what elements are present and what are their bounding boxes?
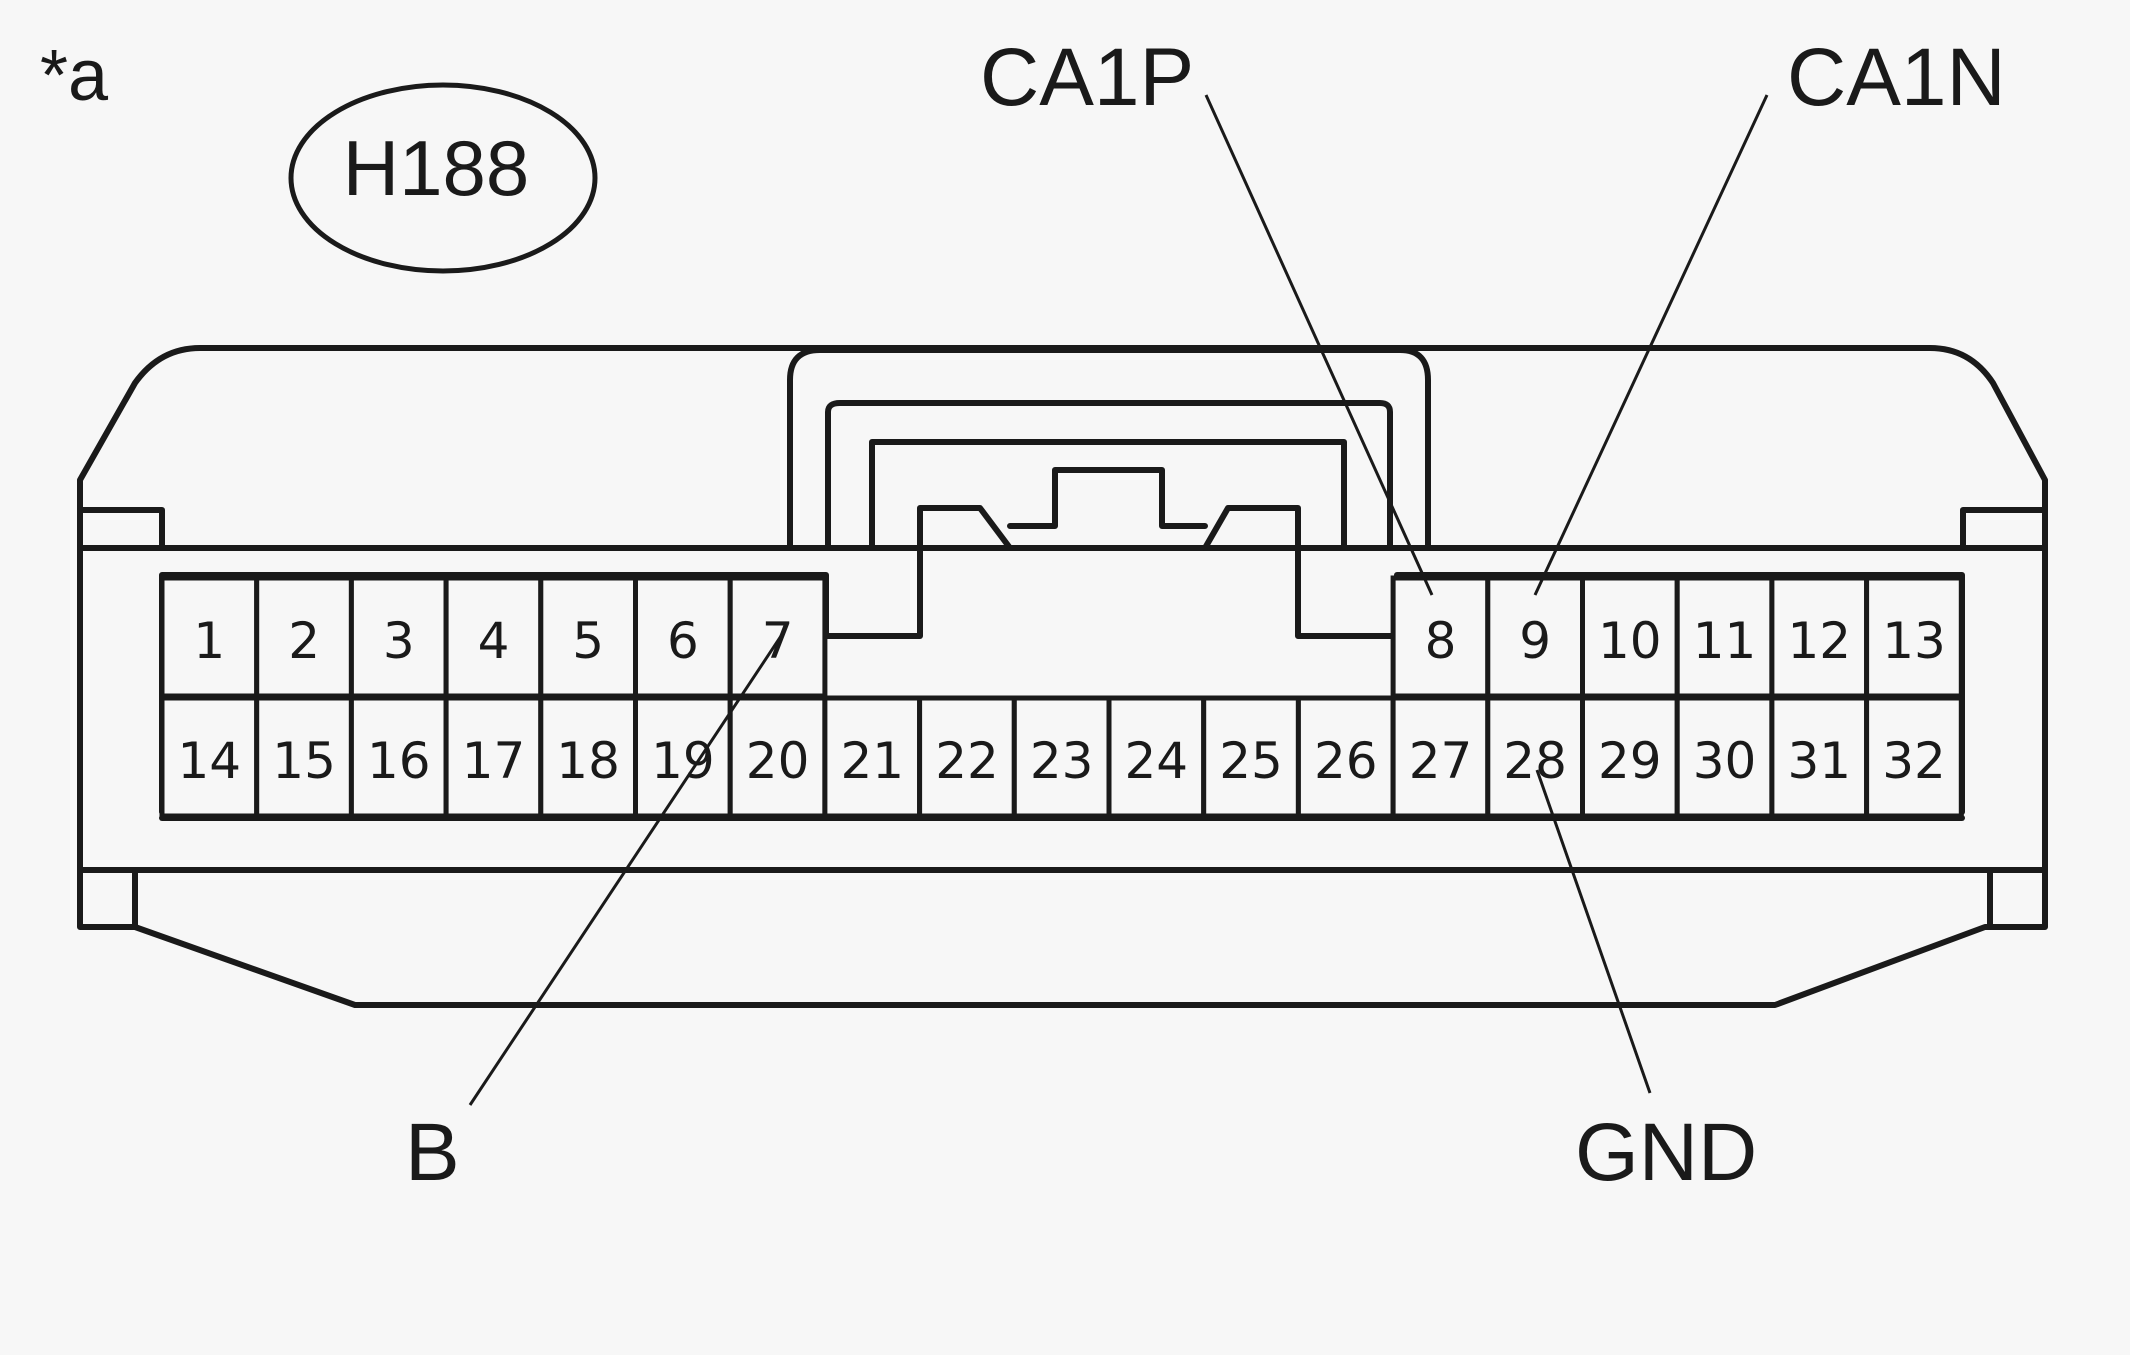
pin-cell [538,695,638,819]
pin-cell [822,695,923,819]
pin-10: 10 [1580,575,1680,699]
signal-b-label: B [405,1107,460,1198]
pin-22: 22 [917,695,1017,819]
leader-ca1p [1204,94,1434,596]
pin-12: 12 [1769,575,1870,699]
pin-number: 9 [1519,612,1551,670]
pin-cell [1295,695,1396,819]
pin-19: 19 [633,695,733,819]
pin-number: 5 [572,612,604,670]
pin-23: 23 [1011,695,1112,819]
pin-number: 4 [478,612,510,670]
pin-26: 26 [1295,695,1396,819]
pin-4: 4 [443,575,544,699]
pin-8: 8 [1390,575,1491,699]
pin-cell [1390,575,1491,699]
pin-number: 11 [1693,612,1757,670]
leader-b [468,629,787,1106]
pin-cell [1674,695,1775,819]
pin-31: 31 [1769,695,1870,819]
pin-17: 17 [443,695,544,819]
leader-ca1n [1533,94,1769,596]
pin-27: 27 [1390,695,1491,819]
pin-number: 22 [935,732,999,790]
figure-marker: *a [40,36,109,116]
pin-18: 18 [538,695,638,819]
pin-number: 26 [1314,732,1378,790]
pin-cell [1864,695,1964,819]
pin-2: 2 [254,575,354,699]
pin-cell [254,695,354,819]
pin-number: 15 [272,732,336,790]
pin-cell [727,575,828,699]
pin-15: 15 [254,695,354,819]
pin-number: 14 [177,732,241,790]
pin-3: 3 [348,575,449,699]
pin-number: 27 [1409,732,1473,790]
pin-number: 32 [1882,732,1946,790]
pin-number: 13 [1882,612,1946,670]
pin-29: 29 [1580,695,1680,819]
pin-32: 32 [1864,695,1964,819]
signal-gnd-label: GND [1575,1107,1757,1198]
pin-number: 10 [1598,612,1662,670]
pin-number: 28 [1503,732,1567,790]
pin-number: 2 [288,612,320,670]
pin-25: 25 [1201,695,1301,819]
pin-cell [159,695,260,819]
pin-number: 1 [193,612,225,670]
pin-number: 3 [383,612,415,670]
pin-24: 24 [1106,695,1207,819]
pin-1: 1 [159,575,260,699]
pin-number: 17 [462,732,526,790]
connector-code-ellipse [288,82,598,274]
pin-cell [1769,695,1870,819]
pin-number: 16 [367,732,431,790]
pin-cell [1390,695,1491,819]
pin-14: 14 [159,695,260,819]
pin-7: 7 [727,575,828,699]
pin-number: 23 [1030,732,1094,790]
connector-code: H188 [343,124,529,212]
pin-number: 8 [1425,612,1457,670]
pin-cell [1485,695,1586,819]
pin-number: 25 [1219,732,1283,790]
pin-number: 24 [1124,732,1188,790]
pin-16: 16 [348,695,449,819]
pin-cell [1201,695,1301,819]
pin-13: 13 [1864,575,1964,699]
pin-number: 21 [840,732,904,790]
signal-ca1n-label: CA1N [1787,32,2006,123]
pin-number: 29 [1598,732,1662,790]
pin-number: 19 [651,732,715,790]
pin-cell [348,695,449,819]
leader-gnd [1535,769,1652,1094]
leader-lines [468,94,1769,1106]
pin-5: 5 [538,575,638,699]
pin-number: 31 [1787,732,1851,790]
pin-number: 20 [746,732,810,790]
pin-28: 28 [1485,695,1586,819]
pin-20: 20 [727,695,828,819]
pin-21: 21 [822,695,923,819]
signal-ca1p-label: CA1P [980,32,1194,123]
pin-number: 12 [1787,612,1851,670]
pin-number: 30 [1693,732,1757,790]
pin-9: 9 [1485,575,1586,699]
pin-6: 6 [633,575,733,699]
pin-11: 11 [1674,575,1775,699]
pin-30: 30 [1674,695,1775,819]
pin-cell [917,695,1017,819]
pin-number: 6 [667,612,699,670]
pin-number: 18 [556,732,620,790]
